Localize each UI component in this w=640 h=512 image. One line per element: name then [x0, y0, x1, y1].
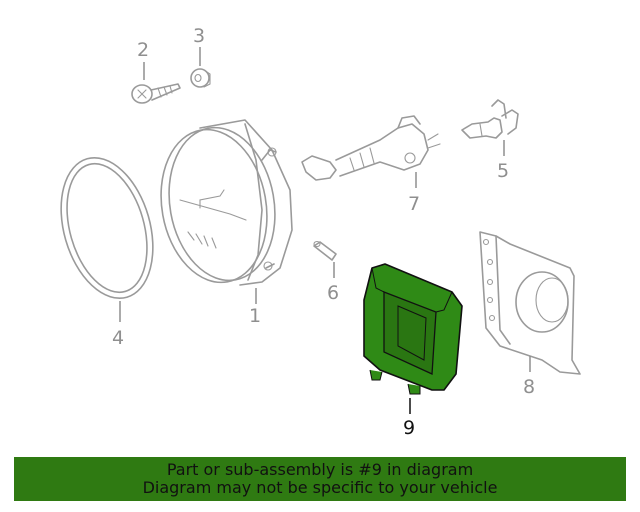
part-1-headlamp[interactable]: [149, 119, 293, 291]
part-4-retaining-ring[interactable]: [46, 147, 168, 309]
part-2-screw[interactable]: [131, 83, 181, 104]
callout-1[interactable]: 1: [249, 305, 261, 327]
part-8-panel[interactable]: [479, 231, 581, 375]
part-3-nut[interactable]: [190, 68, 211, 88]
callout-8[interactable]: 8: [523, 376, 535, 398]
callout-9[interactable]: 9: [403, 417, 415, 439]
banner-line-2: Diagram may not be specific to your vehi…: [142, 478, 498, 497]
callout-6[interactable]: 6: [327, 282, 339, 304]
callout-3[interactable]: 3: [193, 25, 205, 47]
part-notice-banner: Part or sub-assembly is #9 in diagram Di…: [14, 457, 626, 501]
part-5-bulb[interactable]: [461, 99, 519, 139]
banner-line-1: Part or sub-assembly is #9 in diagram: [166, 460, 474, 479]
callout-7[interactable]: 7: [408, 193, 420, 215]
callout-4[interactable]: 4: [112, 327, 124, 349]
part-9-housing[interactable]: [363, 263, 463, 395]
part-6-pin[interactable]: [313, 240, 337, 261]
part-7-socket-wiring[interactable]: [301, 115, 441, 181]
callout-2[interactable]: 2: [137, 39, 149, 61]
callout-5[interactable]: 5: [497, 160, 509, 182]
parts-diagram: 4 1 2 3 7: [46, 25, 581, 439]
